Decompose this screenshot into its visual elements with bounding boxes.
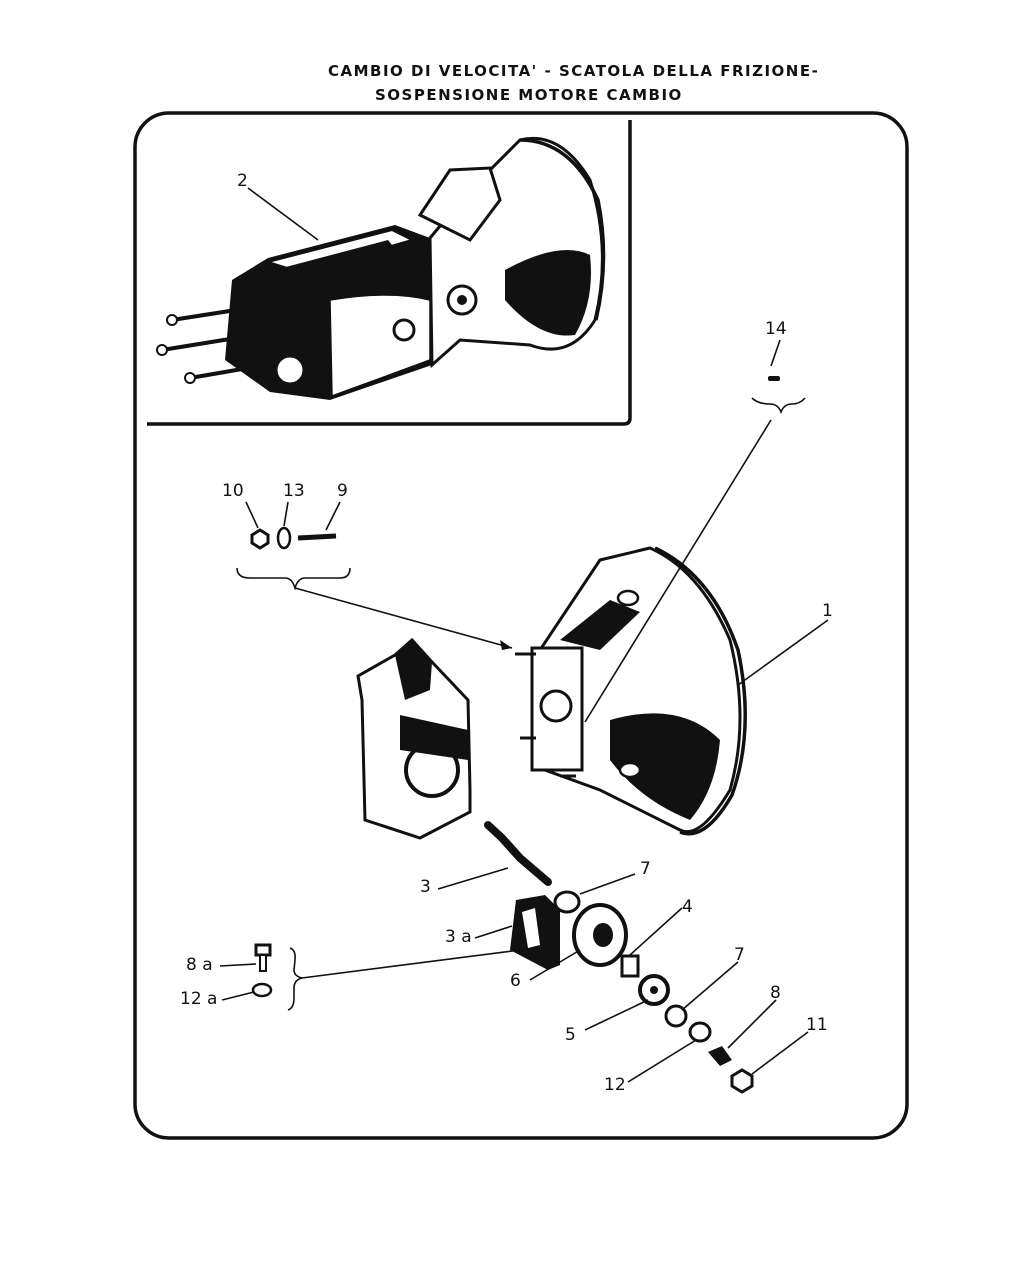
part-label-11: 11 [806,1015,828,1035]
diagram-title-line2: SOSPENSIONE MOTORE CAMBIO [375,86,683,104]
part-label-12: 12 [604,1075,626,1095]
gearbox-front-cover [356,637,472,840]
part-label-7-upper: 7 [640,859,651,879]
inset-frame [147,120,632,426]
mount-parts [251,821,754,1094]
part-label-1: 1 [822,601,833,621]
stud-nut-washer-parts [250,526,337,550]
part-label-6: 6 [510,971,521,991]
brace-parts-8a-12a [287,947,303,1011]
part-label-3: 3 [420,877,431,897]
part-label-8a: 8 a [186,955,213,975]
part-label-12a: 12 a [180,989,217,1009]
clutch-housing-part-1 [515,546,747,836]
part-label-8: 8 [770,983,781,1003]
assembled-gearbox-illustration [156,136,606,400]
part-label-2: 2 [237,171,248,191]
leader-lines [219,187,829,1083]
outer-frame [133,111,909,1140]
part-label-13: 13 [283,481,305,501]
diagram-title-line1: CAMBIO DI VELOCITA' - SCATOLA DELLA FRIZ… [328,62,820,80]
brace-parts-9-10-13 [236,567,351,591]
part-label-7-lower: 7 [734,945,745,965]
part-label-4: 4 [682,897,693,917]
part-label-10: 10 [222,481,244,501]
part-label-14: 14 [765,319,787,339]
part-label-9: 9 [337,481,348,501]
part-label-5: 5 [565,1025,576,1045]
part-label-3a: 3 a [445,927,472,947]
brace-part-14 [751,397,806,415]
pin-part-14 [768,376,780,381]
